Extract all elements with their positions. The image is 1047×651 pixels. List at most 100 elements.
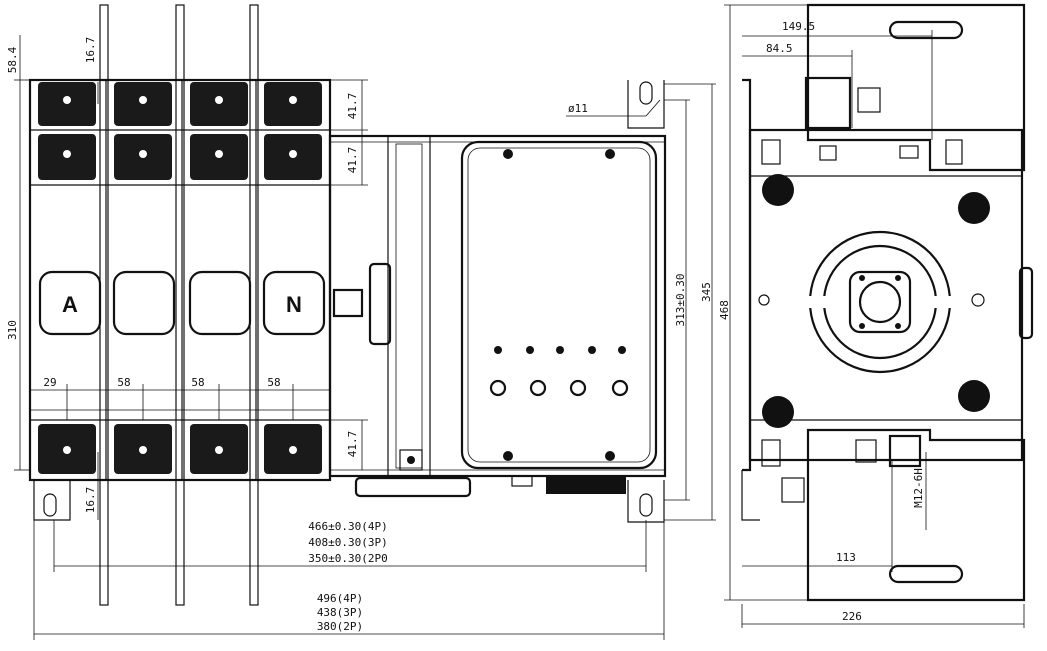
terminal-screw [215, 150, 223, 158]
mechanism-housing [328, 134, 667, 498]
terminal-screw [289, 96, 297, 104]
side-dims: 149.5 84.5 113 226 M12-6H [741, 20, 1025, 628]
dims-terminal-pitch: 41.7 41.7 41.7 [330, 79, 368, 470]
controller-face [460, 140, 658, 470]
terminal-screw [215, 96, 223, 104]
dim-468: 468 [718, 300, 731, 320]
panel-screw [503, 451, 513, 461]
rotor-pin [859, 323, 865, 329]
indicator-led [588, 346, 596, 354]
busbar [175, 4, 185, 606]
drive-rail-inner [395, 143, 423, 469]
left-foot [33, 480, 71, 521]
ring-gap [806, 296, 836, 308]
dim-hole-11: ø11 [568, 102, 588, 115]
dim-466: 466±0.30(4P) [308, 520, 387, 533]
busbar [249, 4, 259, 606]
terminal-screw [63, 96, 71, 104]
dim-58-4: 58.4 [6, 46, 19, 73]
mounting-feet [33, 80, 665, 523]
bottom-handle [354, 476, 472, 498]
panel-screw [605, 149, 615, 159]
terminal-screw [139, 96, 147, 104]
side-clip [761, 439, 781, 467]
pivot-hole [758, 294, 770, 306]
foot-slot [639, 81, 653, 105]
dim-58-c: 58 [267, 376, 280, 389]
operating-lever [368, 262, 392, 346]
controller-face-inner [467, 147, 651, 463]
mount-hole [762, 396, 794, 428]
drive-rail [387, 135, 431, 477]
front-view: A N [6, 4, 808, 640]
side-handle [1018, 266, 1034, 340]
hole-callout: ø11 [566, 99, 661, 117]
indicator-led [618, 346, 626, 354]
dim-84-5: 84.5 [766, 42, 793, 55]
bottom-bolt [888, 434, 922, 468]
lock-hole [407, 456, 415, 464]
pole-windows: A N [38, 270, 326, 336]
dim-350: 350±0.30(2P0 [308, 552, 387, 565]
foot-slot [43, 493, 57, 517]
side-clip [761, 139, 781, 165]
dim-58-b: 58 [191, 376, 204, 389]
rotor-pin [859, 275, 865, 281]
foot-slot [639, 493, 653, 517]
side-mount-foot [741, 470, 760, 521]
pole-window [188, 270, 252, 336]
dim-149-5: 149.5 [782, 20, 815, 33]
terminal-screw [289, 150, 297, 158]
control-button [611, 379, 629, 397]
indicator-led [526, 346, 534, 354]
top-cover [806, 3, 1026, 172]
side-clip [899, 145, 919, 159]
wiring-terminal-strip [546, 476, 626, 494]
dims-bottom: 466±0.30(4P) 408±0.30(3P) 350±0.30(2P0 4… [33, 520, 665, 640]
mechanism-outline [328, 134, 667, 478]
pole-window [262, 270, 326, 336]
panel-screw [605, 451, 615, 461]
terminal-screw [139, 446, 147, 454]
side-clip [819, 145, 837, 161]
dim-41-7-a: 41.7 [346, 93, 359, 120]
dim-29: 29 [43, 376, 56, 389]
terminal-screw [139, 150, 147, 158]
bottom-slot [888, 564, 964, 584]
terminal-screw [63, 446, 71, 454]
bottom-cover [806, 428, 1026, 602]
side-clip [945, 139, 963, 165]
side-view: 149.5 84.5 113 226 M12-6H [741, 3, 1034, 628]
controller-panel [460, 140, 658, 470]
mount-hole [762, 174, 794, 206]
rotor-hub [848, 270, 912, 334]
dims-right: 313±0.30 345 468 [664, 4, 808, 601]
top-slot [888, 20, 964, 40]
pole-window [112, 270, 176, 336]
dim-16-7-bottom: 16.7 [84, 487, 97, 514]
pole-label-a: A [62, 292, 78, 317]
lock-tab [399, 449, 423, 471]
dim-345: 345 [700, 282, 713, 302]
dim-41-7-b: 41.7 [346, 147, 359, 174]
dim-438: 438(3P) [317, 606, 363, 619]
control-button [529, 379, 547, 397]
dim-408: 408±0.30(3P) [308, 536, 387, 549]
top-bracket [804, 76, 852, 130]
dim-496: 496(4P) [317, 592, 363, 605]
terminals-bottom [38, 424, 322, 474]
dim-113: 113 [836, 551, 856, 564]
leader-line [645, 99, 661, 117]
pole-window [38, 270, 102, 336]
rotor-center [858, 280, 902, 324]
ring-gap [924, 296, 954, 308]
dims-spacing: 29 58 58 58 [30, 376, 330, 420]
control-button [489, 379, 507, 397]
terminal-screw [63, 150, 71, 158]
top-bolt [857, 87, 881, 113]
control-button [569, 379, 587, 397]
pole-label-n: N [286, 292, 302, 317]
indicator-led [556, 346, 564, 354]
bottom-clip [781, 477, 805, 503]
